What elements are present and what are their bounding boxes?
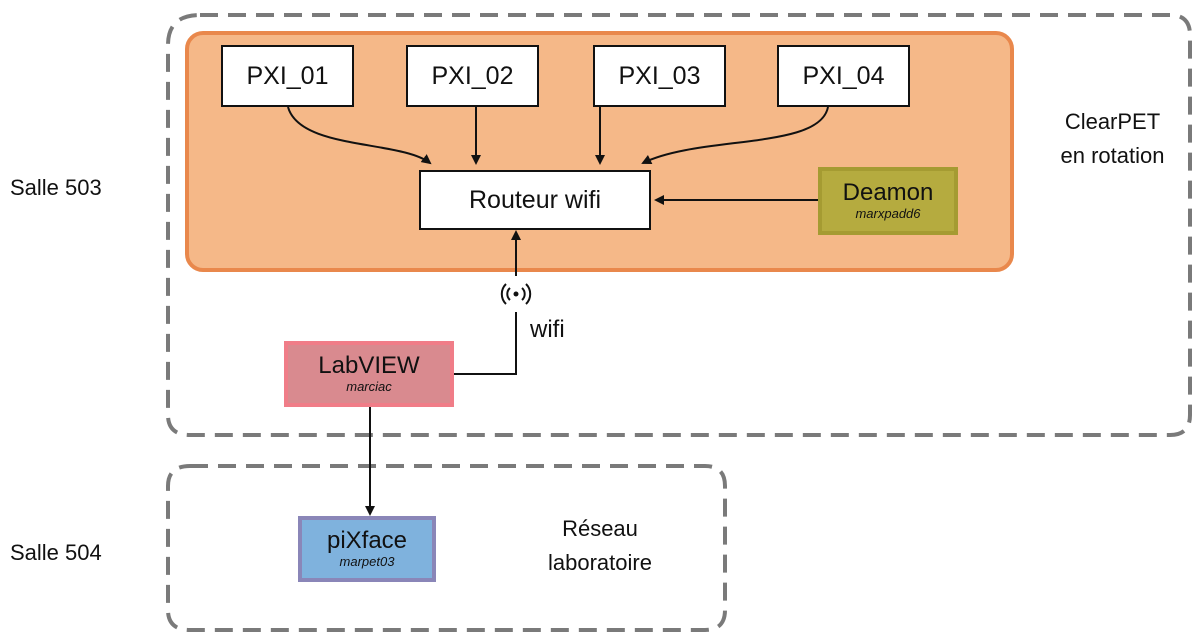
pxi-01-node: PXI_01 bbox=[221, 45, 354, 107]
pixface-node: piXface marpet03 bbox=[298, 516, 436, 582]
router-node: Routeur wifi bbox=[419, 170, 651, 230]
room-label-salle-504: Salle 504 bbox=[10, 540, 102, 565]
pxi-03-node: PXI_03 bbox=[593, 45, 726, 107]
wifi-link-label: wifi bbox=[530, 316, 565, 343]
deamon-node: Deamon marxpadd6 bbox=[818, 167, 958, 235]
arrow-pxi04-router bbox=[641, 106, 829, 164]
labview-node: LabVIEW marciac bbox=[284, 341, 454, 407]
salle-504-region bbox=[166, 464, 727, 632]
pxi-02-node: PXI_02 bbox=[406, 45, 539, 107]
pxi-04-node: PXI_04 bbox=[777, 45, 910, 107]
reseau-label: Réseau laboratoire bbox=[548, 516, 652, 575]
clearpet-label: ClearPET en rotation bbox=[1060, 109, 1165, 168]
arrow-pxi01-router bbox=[287, 106, 432, 165]
room-label-salle-503: Salle 503 bbox=[10, 175, 102, 200]
arrow-labview-router bbox=[454, 232, 516, 375]
salle-503-region bbox=[166, 13, 1192, 437]
wifi-signal-icon bbox=[500, 283, 532, 305]
